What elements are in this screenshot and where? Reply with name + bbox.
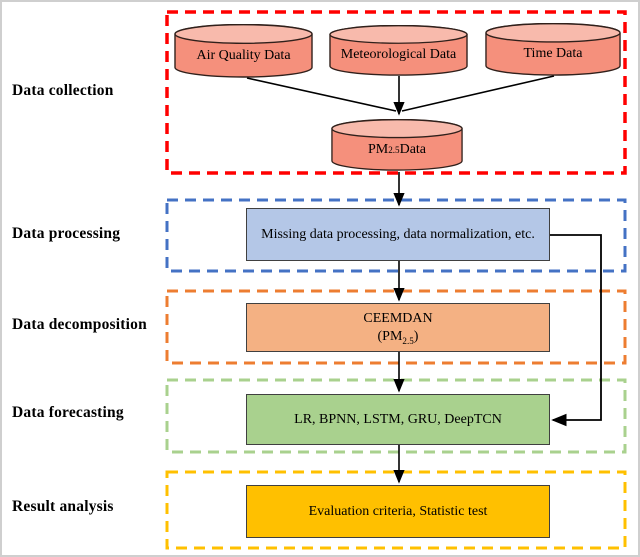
section-label-data-collection: Data collection: [12, 82, 114, 99]
line-air-quality-to-pm25: [246, 77, 397, 112]
process-box-missing-data-processing: Missing data processing, data normalizat…: [246, 208, 550, 261]
section-label-data-decomposition: Data decomposition: [12, 316, 147, 333]
process-box-label: LR, BPNN, LSTM, GRU, DeepTCN: [294, 411, 502, 427]
process-box-sublabel: (PM2.5): [377, 328, 419, 346]
section-label-data-processing: Data processing: [12, 225, 121, 242]
process-box-label: Missing data processing, data normalizat…: [261, 226, 535, 242]
cylinder-time-data: Time Data: [485, 23, 621, 76]
cylinder-label: Air Quality Data: [196, 47, 291, 63]
cylinder-shape: [485, 23, 621, 76]
process-box-label: CEEMDAN: [363, 311, 433, 326]
cylinder-meteorological-data: Meteorological Data: [329, 25, 468, 76]
section-label-result-analysis: Result analysis: [12, 498, 114, 515]
cylinder-shape: [331, 119, 463, 171]
section-label-data-forecasting: Data forecasting: [12, 404, 124, 421]
cylinder-shape: [329, 25, 468, 76]
cylinder-label: Meteorological Data: [340, 47, 457, 62]
cylinder-shape: [174, 24, 313, 78]
process-box-ceemdan: CEEMDAN (PM2.5): [246, 303, 550, 352]
arrow-processing-bypass-to-forecasting: [550, 234, 602, 427]
process-box-forecast-models: LR, BPNN, LSTM, GRU, DeepTCN: [246, 394, 550, 445]
cylinder-label: Time Data: [523, 46, 583, 61]
process-box-label: Evaluation criteria, Statistic test: [308, 503, 488, 519]
line-time-to-pm25: [401, 75, 555, 112]
process-box-evaluation: Evaluation criteria, Statistic test: [246, 485, 550, 538]
cylinder-air-quality-data: Air Quality Data: [174, 24, 313, 78]
